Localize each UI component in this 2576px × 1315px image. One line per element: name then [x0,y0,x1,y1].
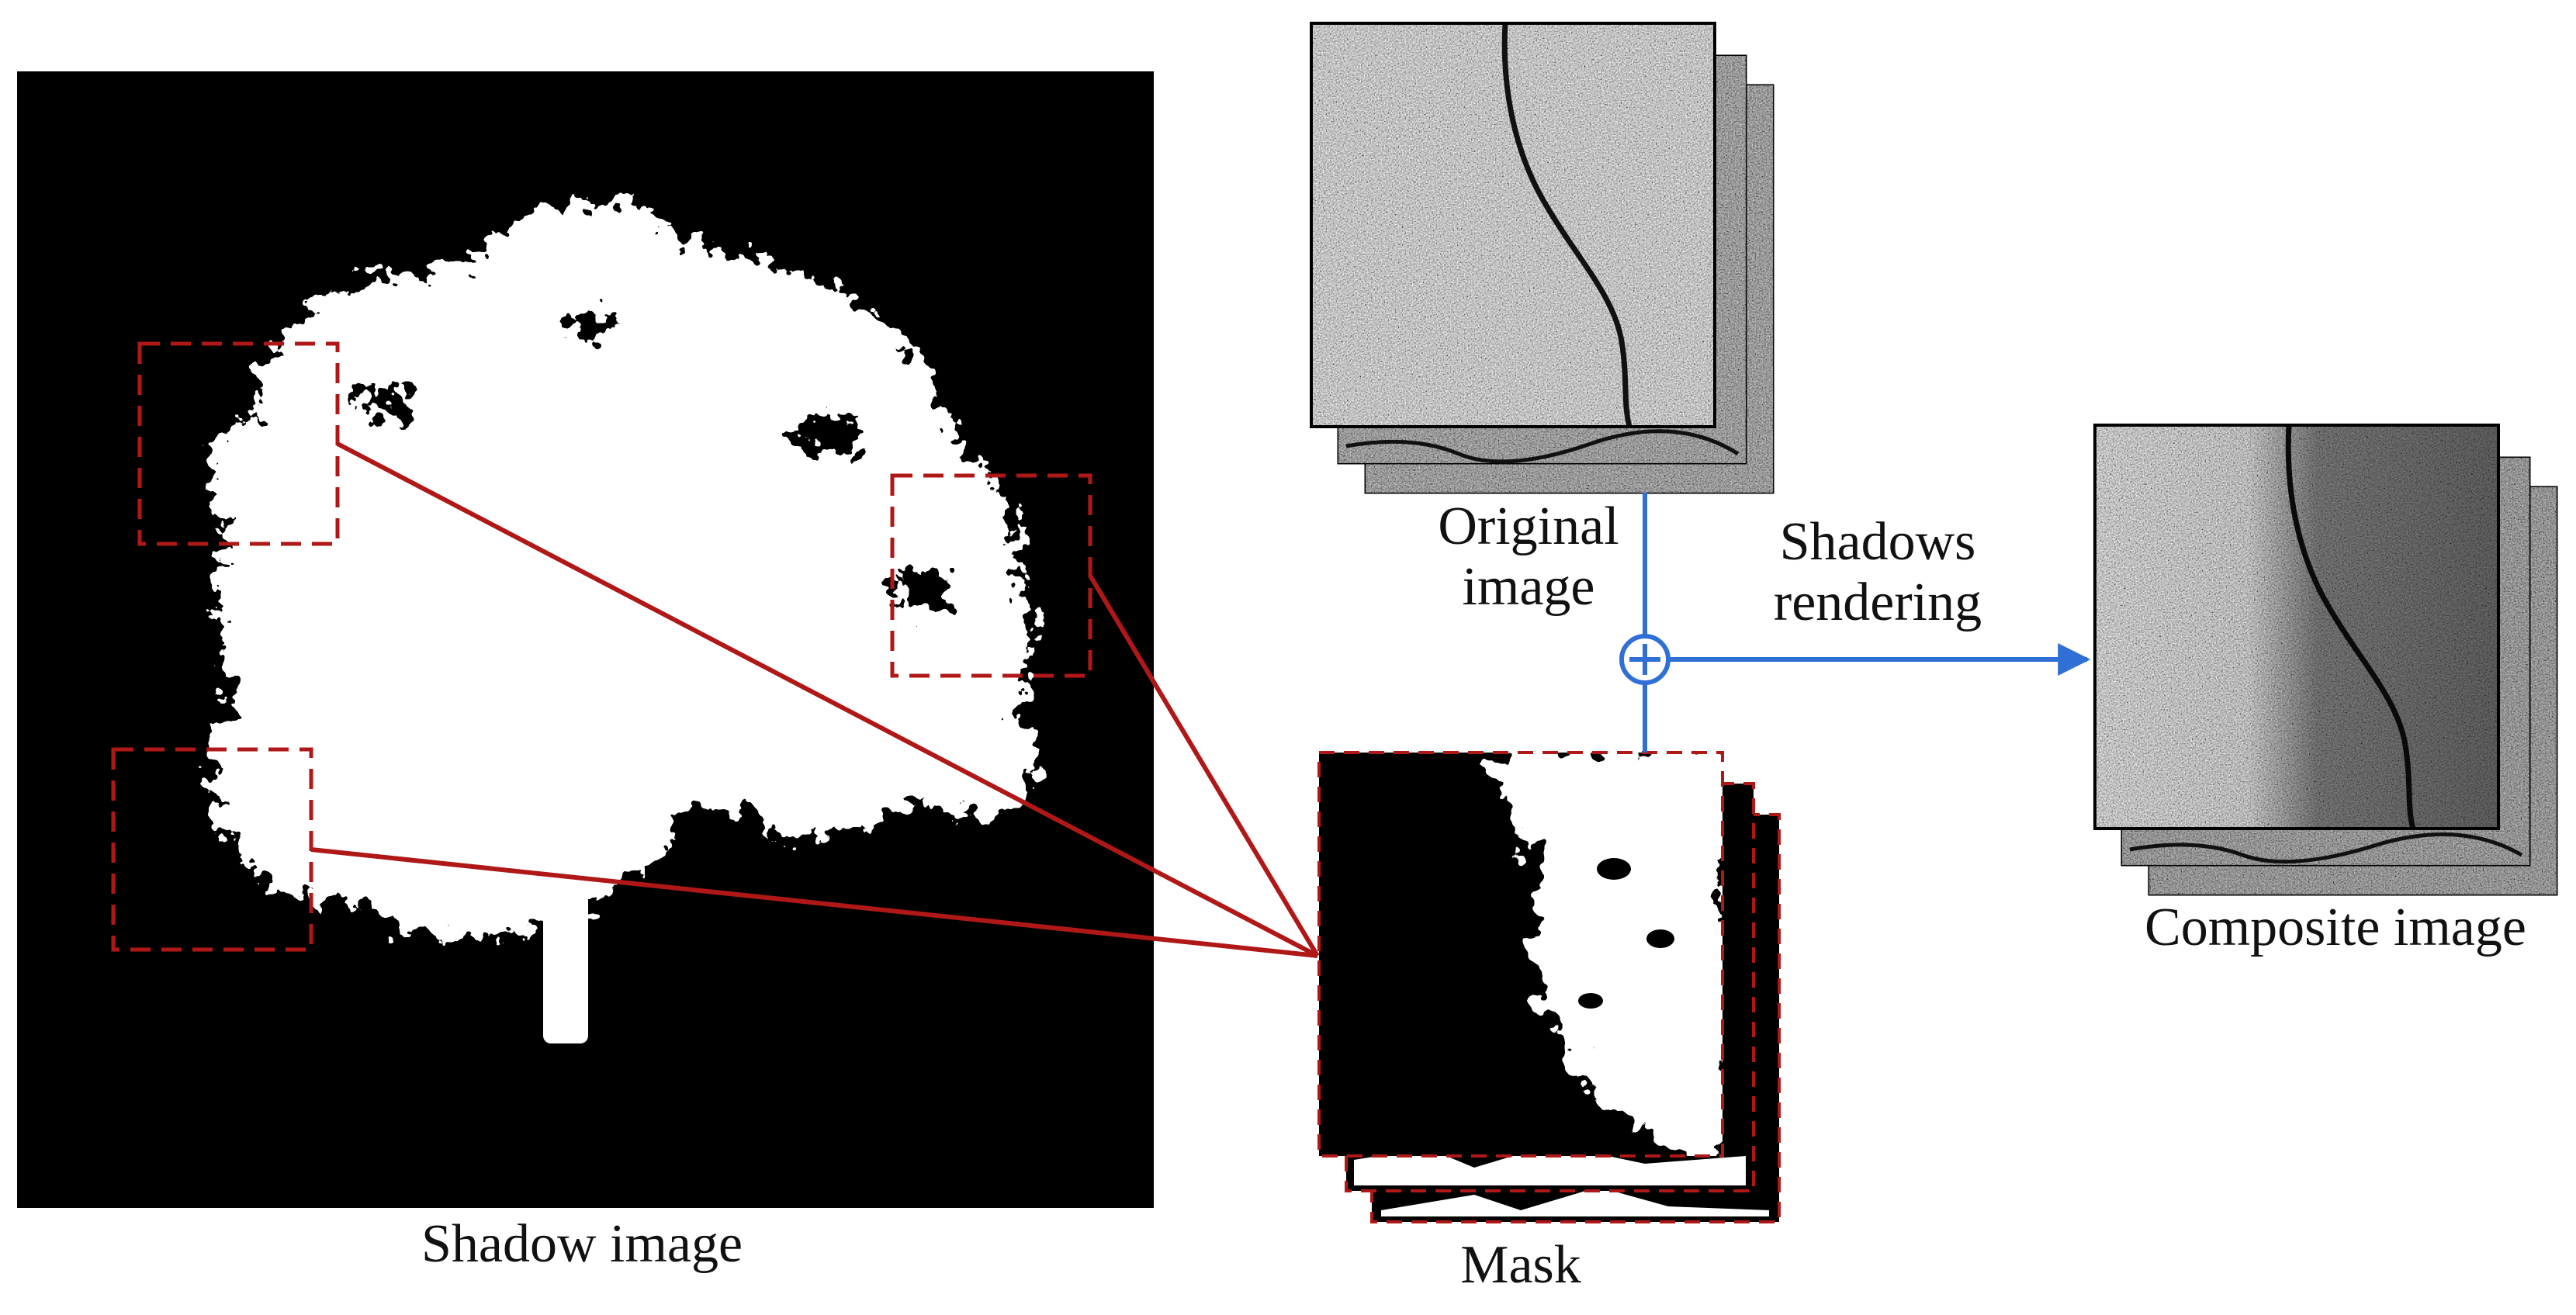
shadows-rendering-label-line2: rendering [1773,573,1982,632]
mask-layer-1 [1319,753,1723,1156]
original-image-label-line1: Original [1438,497,1619,556]
original-image-stack [1310,22,1774,494]
mask-stack [1317,751,1781,1223]
shadows-rendering-label-line1: Shadows [1779,512,1976,572]
rendered-shadow-overlay [2095,425,2498,829]
original-image-label-line2: image [1462,557,1595,617]
composite-image-label: Composite image [2145,898,2526,957]
crack-line [1501,23,1633,427]
canopy-gaps [361,312,954,853]
tree-trunk [543,853,588,1043]
shadows-rendering-label: Shadows rendering [1684,512,2072,633]
circle-plus-icon [1619,634,1671,685]
tree-shadow [209,202,1040,939]
shadow-image-label: Shadow image [421,1214,743,1274]
zoom-connectors [310,441,1320,958]
shadow-image-panel [17,71,1320,1208]
render-flow [1619,493,2091,753]
composite-layer-1 [2095,425,2498,829]
original-layer-1 [1311,23,1715,427]
original-image-label: Original image [1319,497,1738,618]
mask-label: Mask [1460,1235,1581,1295]
composite-image-stack [2093,424,2558,896]
